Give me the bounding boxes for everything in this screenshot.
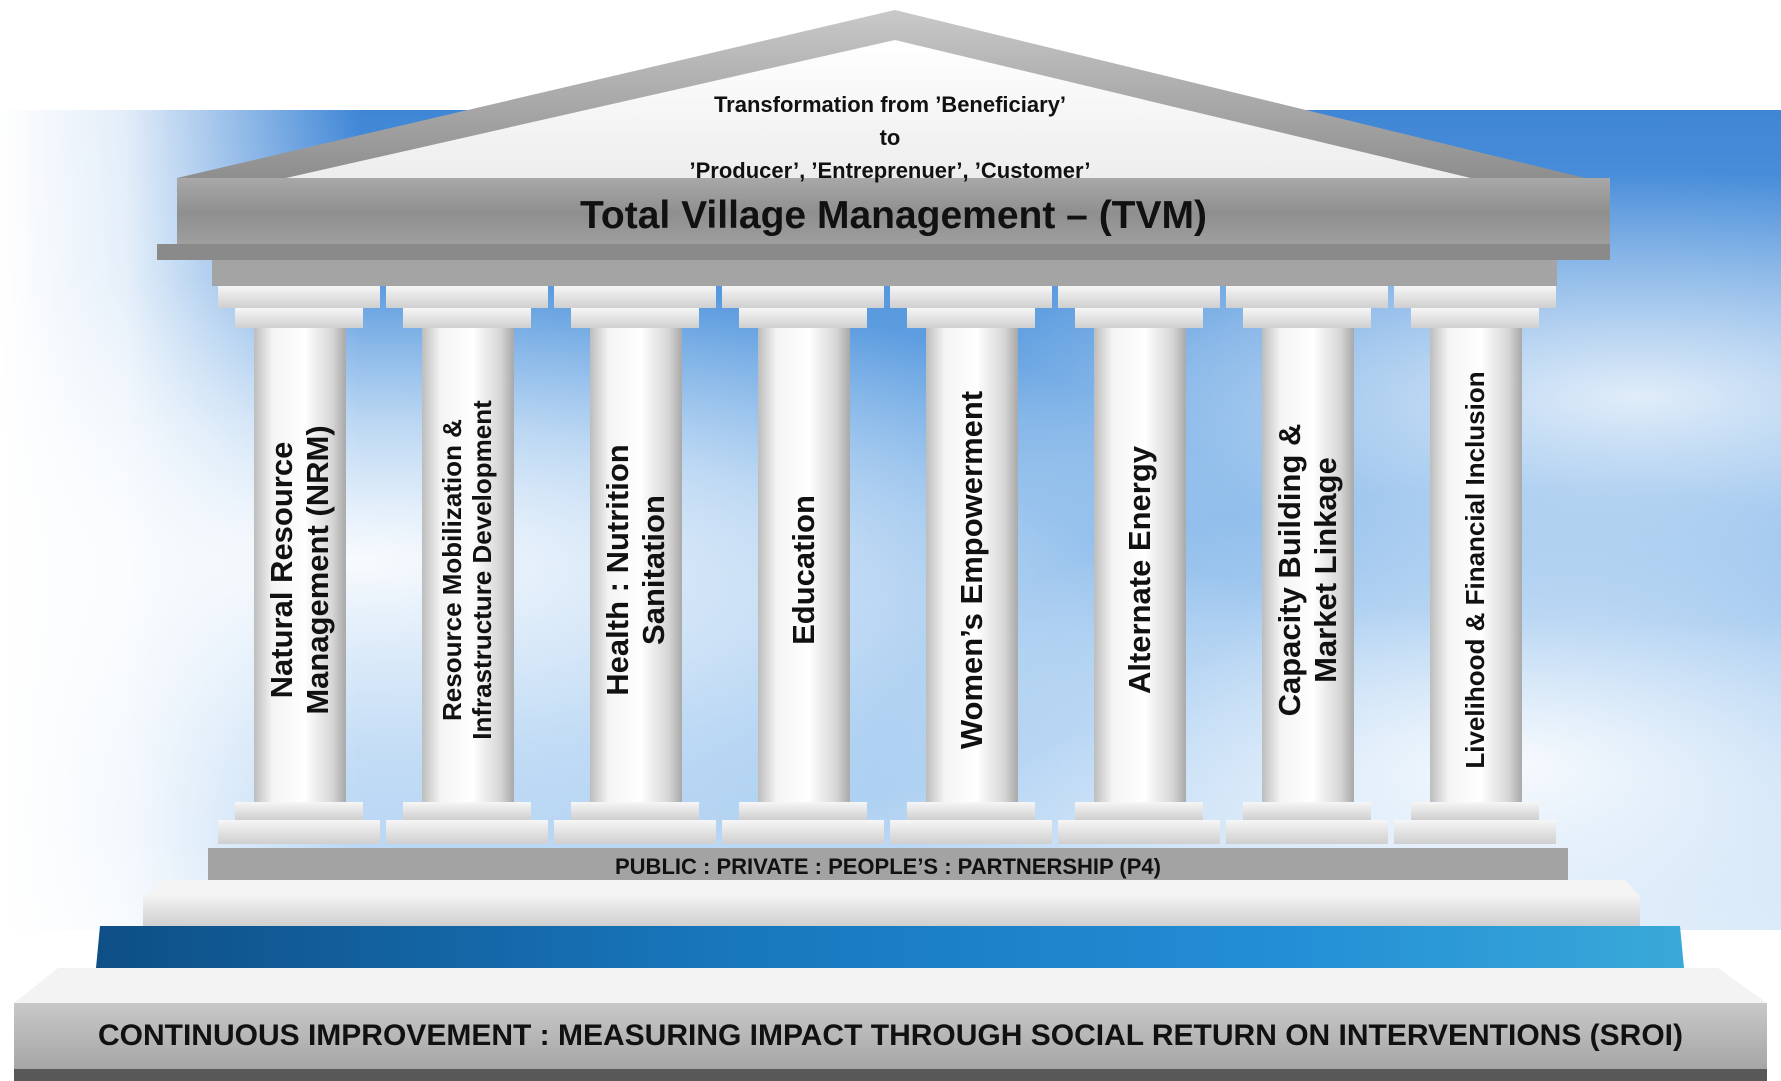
base-face (14, 1003, 1767, 1069)
base-bottom (14, 1069, 1767, 1081)
roof-text-line-2: to (879, 125, 901, 150)
step-upper-face (143, 896, 1640, 926)
pillar-label-alternate-energy: Alternate Energy (1122, 445, 1158, 695)
pillar-label-resource-mobilization: Resource Mobilization &Infrastructure De… (437, 400, 497, 740)
base-label: CONTINUOUS IMPROVEMENT : MEASURING IMPAC… (97, 1019, 1684, 1052)
roof-inner (255, 40, 1500, 185)
step-lower (14, 968, 1767, 1003)
tvm-title: Total Village Management – (TVM) (580, 194, 1207, 237)
entablature-ledge (157, 244, 1610, 260)
roof-text-line-1: Transformation from ’Beneficiary’ (713, 92, 1067, 117)
entablature (177, 178, 1610, 248)
roof-text-line-3: ’Producer’, ’Entreprenuer’, ’Customer’ (689, 158, 1091, 183)
step-upper (143, 880, 1640, 896)
columns (218, 286, 1556, 844)
blue-step (96, 926, 1684, 968)
architrave (212, 260, 1557, 286)
foundation-band (208, 848, 1568, 886)
pillar-label-capacity-building: Capacity Building &Market Linkage (1272, 423, 1343, 717)
pillar-label-womens-empowerment: Women’s Empowerment (954, 390, 990, 750)
pillar-label-education: Education (786, 495, 822, 645)
foundation-label: PUBLIC : PRIVATE : PEOPLE’S : PARTNERSHI… (615, 854, 1161, 879)
pillar-label-livelihood: Livelihood & Financial Inclusion (1460, 371, 1491, 769)
